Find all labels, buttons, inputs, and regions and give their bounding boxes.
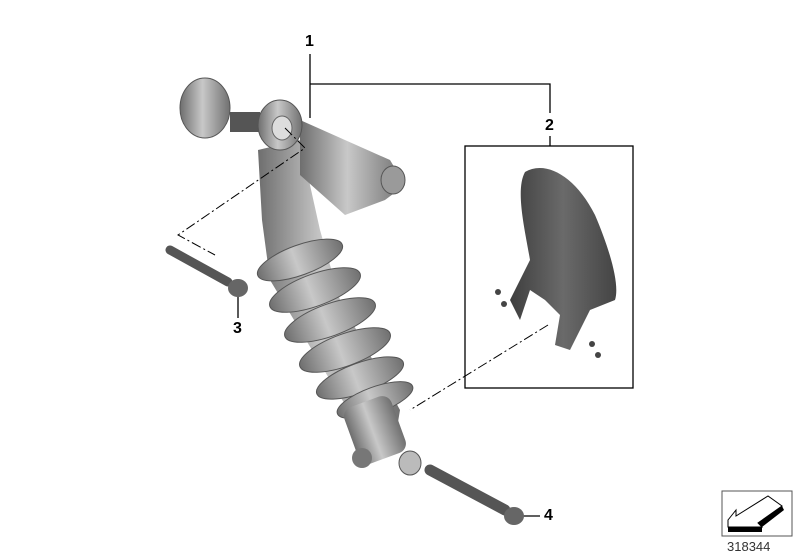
screws — [495, 289, 601, 358]
shock-absorber[interactable] — [179, 77, 422, 476]
mudguard[interactable] — [495, 167, 617, 358]
bolt-upper[interactable] — [165, 245, 248, 297]
bolt-lower[interactable] — [424, 464, 524, 525]
callout-4[interactable]: 4 — [544, 507, 553, 524]
callout-2[interactable]: 2 — [545, 117, 554, 134]
assembly-lines — [177, 127, 549, 411]
diagram-id: 318344 — [727, 539, 771, 554]
callout-1[interactable]: 1 — [305, 33, 314, 50]
spring — [256, 238, 414, 419]
mudguard-group-box — [464, 145, 634, 389]
direction-arrow-icon — [721, 490, 793, 537]
callout-lines — [237, 54, 551, 517]
callout-3[interactable]: 3 — [233, 320, 242, 337]
adjuster-knob — [179, 77, 260, 139]
